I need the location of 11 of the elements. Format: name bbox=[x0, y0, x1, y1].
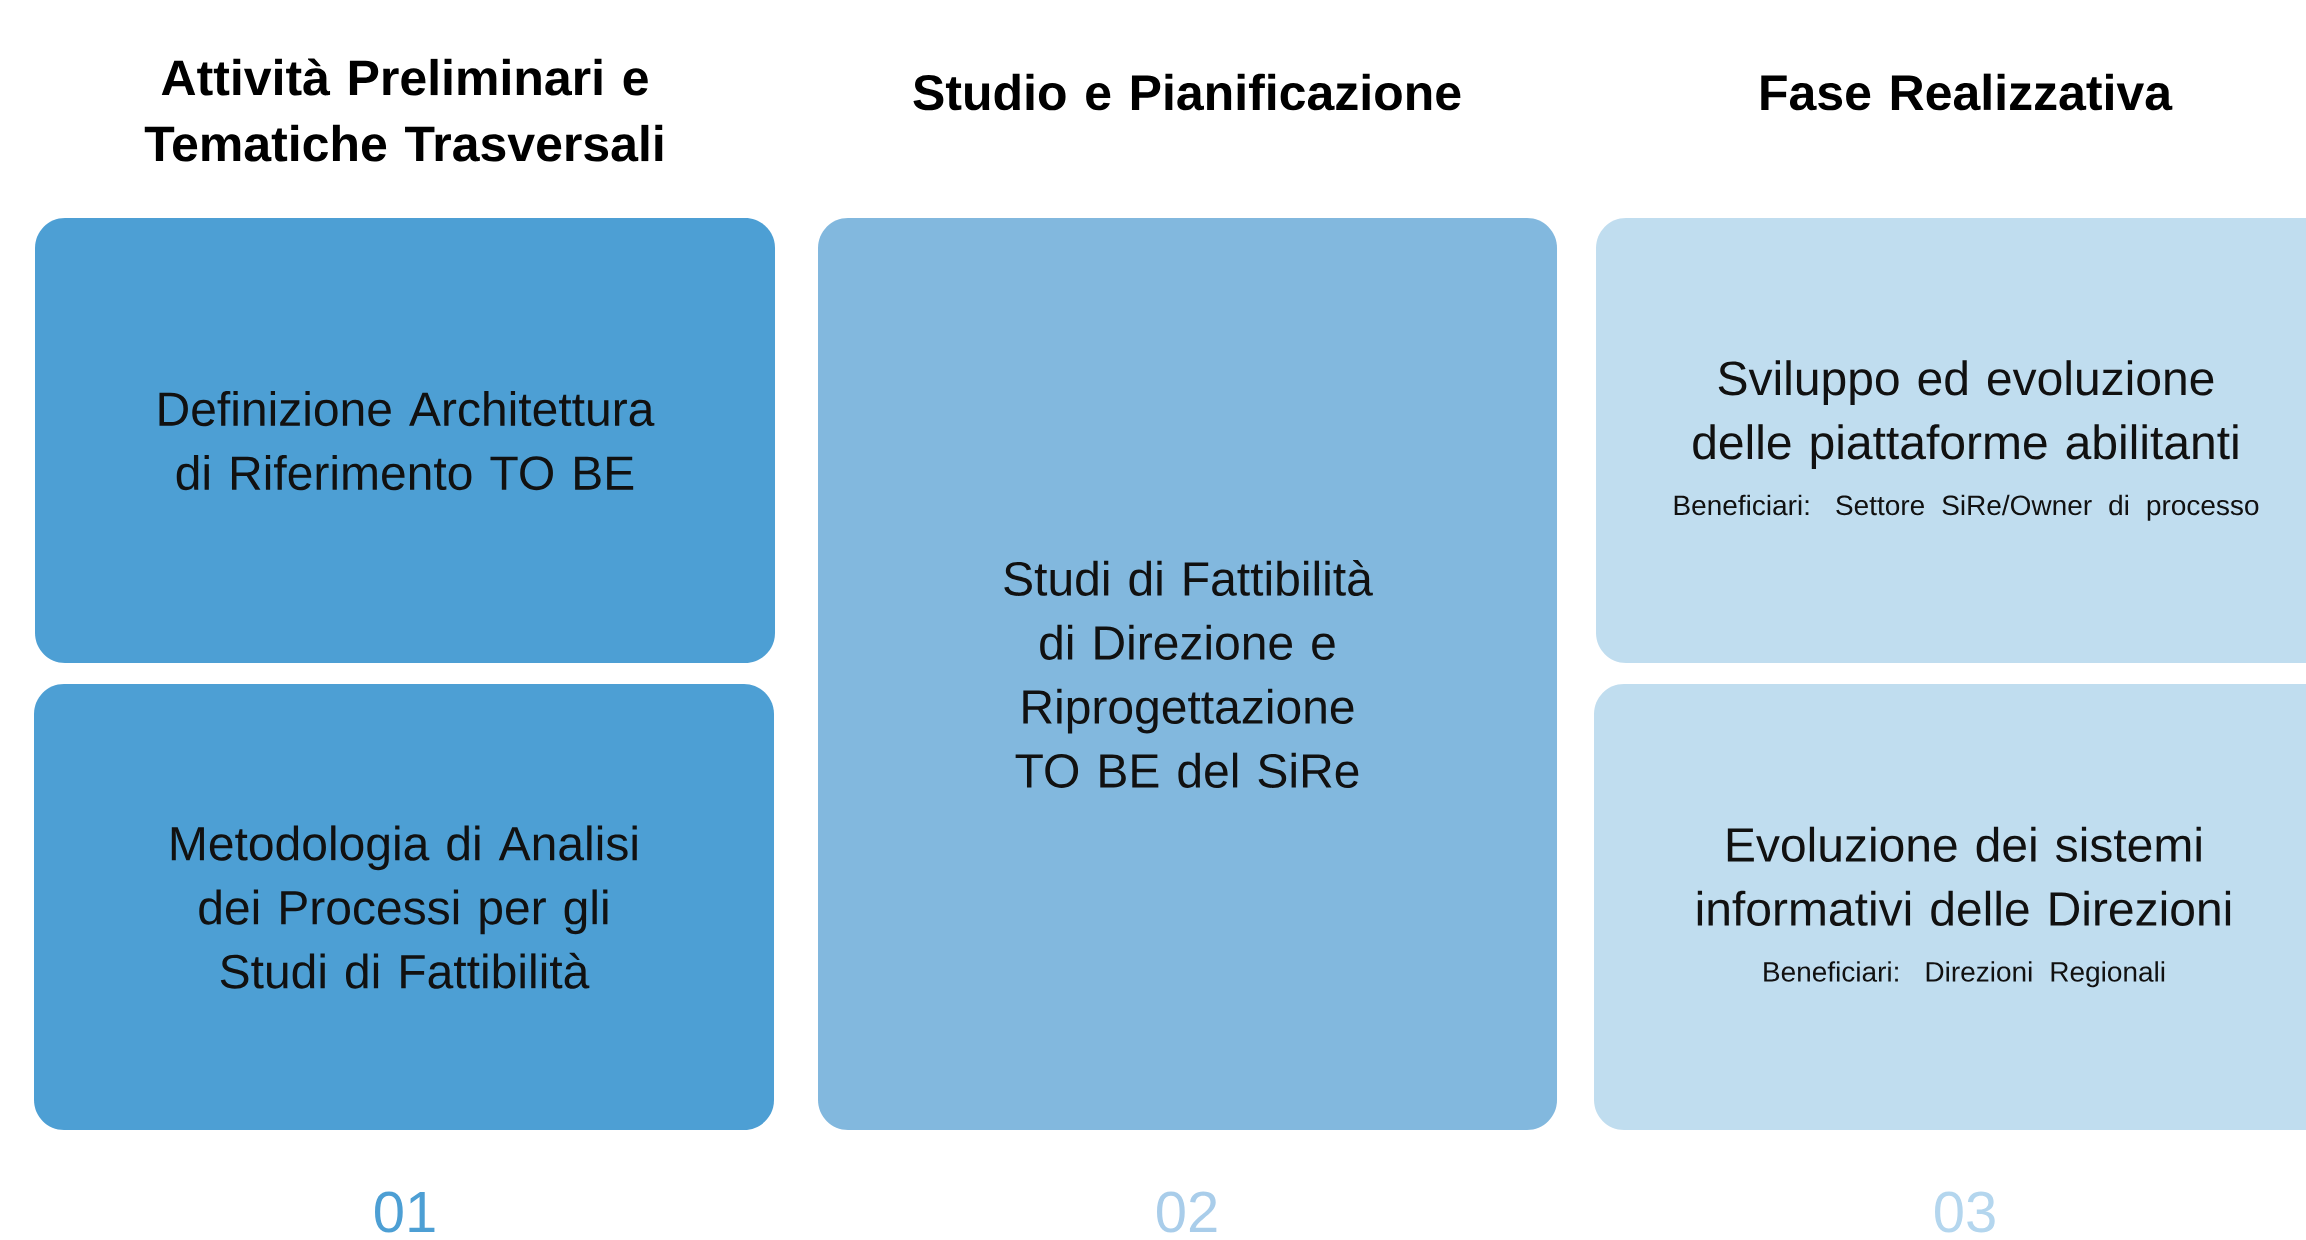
column-heading: Fase Realizzativa bbox=[1761, 73, 2173, 111]
phase-number: 03 bbox=[1935, 1191, 1995, 1233]
process-box: Evoluzione dei sistemi informativi delle Direzioni Beneficiari: Direzioni Regionali bbox=[1594, 684, 2306, 1130]
process-box: Sviluppo ed evoluzione delle piattaforme abilitanti Beneficiari: Settore SiRe/Owner di processo bbox=[1596, 218, 2306, 663]
column-heading: Attività Preliminari e Tematiche Trasversali bbox=[144, 58, 663, 162]
process-box: Studi di Fattibilità di Direzione e Riprogettazione TO BE del SiRe bbox=[818, 218, 1557, 1130]
phase-number: 02 bbox=[1157, 1191, 1217, 1233]
process-box: Definizione Architettura di Riferimento TO BE bbox=[35, 218, 775, 663]
column-heading: Studio e Pianificazione bbox=[913, 73, 1461, 111]
phase-number: 01 bbox=[375, 1191, 435, 1233]
process-box: Metodologia di Analisi dei Processi per gli Studi di Fattibilità bbox=[34, 684, 774, 1130]
